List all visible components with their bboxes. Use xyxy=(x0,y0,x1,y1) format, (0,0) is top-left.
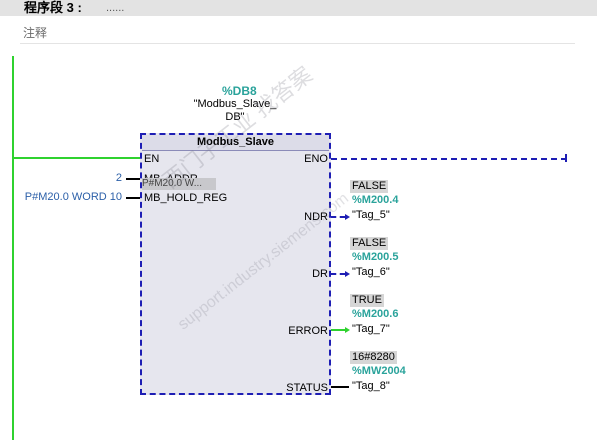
status-monitor-value: 16#8280 xyxy=(350,351,397,364)
network-header[interactable]: 程序段 3 : ...... xyxy=(0,0,597,16)
eno-wire-end xyxy=(565,154,567,162)
pin-eno: ENO xyxy=(304,153,328,165)
instance-db-address[interactable]: %DB8 xyxy=(222,84,257,98)
ndr-arrow-icon xyxy=(345,214,350,220)
dr-monitor-value: FALSE xyxy=(350,237,389,250)
pin-ndr: NDR xyxy=(304,211,328,223)
error-monitor-value: TRUE xyxy=(350,294,384,307)
ndr-wire xyxy=(331,216,345,218)
pin-error: ERROR xyxy=(288,325,328,337)
pin-mb-hold-reg: MB_HOLD_REG xyxy=(144,192,228,204)
network-title-placeholder[interactable]: ...... xyxy=(106,2,125,14)
tooltip-overlay: P#M20.0 W... xyxy=(142,178,216,190)
mb-addr-wire xyxy=(126,178,140,180)
instance-db-name-line1: "Modbus_Slave_ xyxy=(193,98,277,110)
mb-addr-value[interactable]: 2 xyxy=(115,172,122,184)
modbus-slave-block[interactable]: Modbus_Slave xyxy=(140,133,331,395)
network-title: 程序段 3 : xyxy=(24,0,82,15)
instance-db-name-line2: DB" xyxy=(225,111,245,123)
pin-status: STATUS xyxy=(286,382,328,394)
ndr-tag[interactable]: "Tag_5" xyxy=(352,209,390,221)
status-address[interactable]: %MW2004 xyxy=(352,365,406,377)
pin-en: EN xyxy=(144,153,160,165)
error-wire xyxy=(331,329,345,331)
dr-tag[interactable]: "Tag_6" xyxy=(352,266,390,278)
pin-dr: DR xyxy=(312,268,328,280)
eno-wire xyxy=(331,158,567,160)
status-wire xyxy=(331,386,349,388)
instance-db-name[interactable]: "Modbus_Slave_ DB" xyxy=(175,98,295,124)
error-tag[interactable]: "Tag_7" xyxy=(352,323,390,335)
error-arrow-icon xyxy=(345,327,350,333)
power-rail xyxy=(12,56,14,440)
status-tag[interactable]: "Tag_8" xyxy=(352,380,390,392)
comment-divider xyxy=(20,43,575,44)
dr-address[interactable]: %M200.5 xyxy=(352,251,399,263)
mb-hold-reg-wire xyxy=(126,197,140,199)
en-wire xyxy=(14,157,140,159)
mb-hold-reg-value[interactable]: P#M20.0 WORD 10 xyxy=(24,191,122,203)
dr-arrow-icon xyxy=(345,271,350,277)
dr-wire xyxy=(331,273,345,275)
ndr-address[interactable]: %M200.4 xyxy=(352,194,399,206)
ndr-monitor-value: FALSE xyxy=(350,180,389,193)
error-address[interactable]: %M200.6 xyxy=(352,308,399,320)
network-comment[interactable]: 注释 xyxy=(23,26,48,40)
block-title: Modbus_Slave xyxy=(142,135,329,151)
